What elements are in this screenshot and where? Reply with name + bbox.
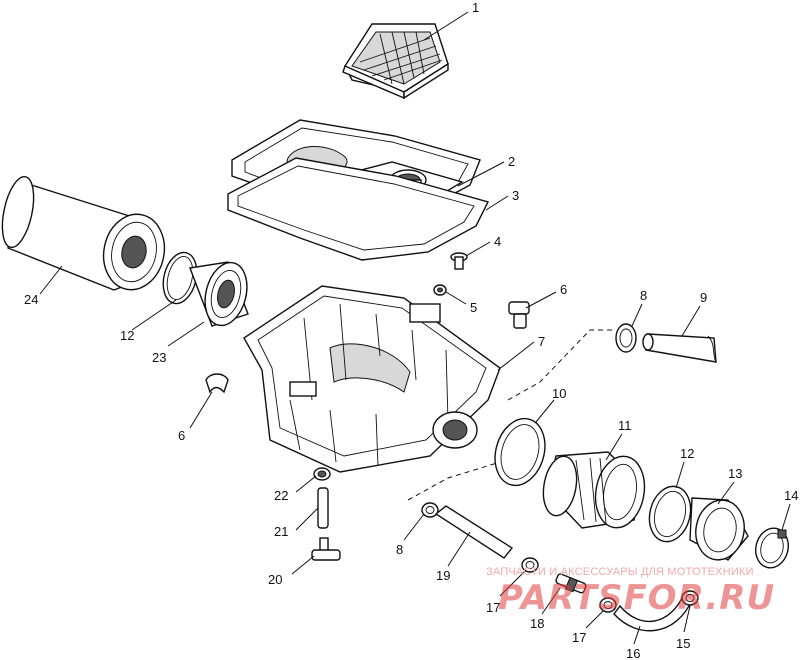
hose-part-19 bbox=[434, 505, 514, 559]
air-filter-part bbox=[1, 175, 166, 291]
callout-12a: 12 bbox=[120, 328, 134, 343]
callout-20: 20 bbox=[268, 572, 282, 587]
leader-16 bbox=[633, 625, 641, 645]
callout-13: 13 bbox=[728, 466, 742, 481]
callout-labels: 1 2 3 4 5 6 7 8 9 10 11 12 13 14 15 16 1… bbox=[24, 0, 798, 660]
callout-22: 22 bbox=[274, 488, 288, 503]
callout-12b: 12 bbox=[680, 446, 694, 461]
leader-5 bbox=[445, 291, 467, 305]
reference-line-upper bbox=[507, 329, 616, 401]
leader-15 bbox=[683, 605, 691, 633]
clamp-part-17-upper bbox=[521, 557, 539, 573]
leader-19 bbox=[447, 531, 471, 567]
leader-1 bbox=[423, 11, 469, 41]
callout-10: 10 bbox=[552, 386, 566, 401]
callout-24: 24 bbox=[24, 292, 38, 307]
filter-adapter-part bbox=[189, 261, 249, 327]
leader-8b bbox=[403, 513, 425, 541]
leader-17a bbox=[499, 569, 527, 597]
gasket-ring-part bbox=[494, 417, 546, 487]
leader-4 bbox=[465, 241, 491, 257]
callout-19: 19 bbox=[436, 568, 450, 583]
intake-boot-part bbox=[542, 451, 646, 529]
callout-17a: 17 bbox=[486, 600, 500, 615]
leader-6b bbox=[189, 391, 213, 429]
check-valve-part bbox=[555, 573, 587, 594]
callout-21: 21 bbox=[274, 524, 288, 539]
reference-line-lower bbox=[407, 455, 521, 501]
callout-14: 14 bbox=[784, 488, 798, 503]
callout-15: 15 bbox=[676, 636, 690, 651]
leader-17b bbox=[585, 609, 605, 629]
clip-part bbox=[433, 284, 447, 296]
drain-tube-part bbox=[317, 487, 329, 529]
cover-seal-part bbox=[227, 157, 490, 261]
leader-12b bbox=[675, 461, 685, 489]
callout-11: 11 bbox=[618, 418, 632, 433]
callout-8a: 8 bbox=[640, 288, 647, 303]
clamp-part-lower bbox=[648, 485, 692, 543]
hose-clamp-part-upper bbox=[615, 323, 637, 353]
boot-coupler-part bbox=[689, 497, 749, 561]
intake-screen-part bbox=[342, 23, 449, 100]
leader-24 bbox=[39, 265, 63, 295]
callout-5: 5 bbox=[470, 300, 477, 315]
leader-lines bbox=[39, 11, 791, 645]
breather-tube-part bbox=[642, 333, 717, 363]
leader-20 bbox=[291, 555, 315, 575]
leader-22 bbox=[295, 475, 317, 493]
callout-4: 4 bbox=[494, 234, 501, 249]
callout-17b: 17 bbox=[572, 630, 586, 645]
callout-23: 23 bbox=[152, 350, 166, 365]
callout-16: 16 bbox=[626, 646, 640, 660]
callout-8b: 8 bbox=[396, 542, 403, 557]
leader-12a bbox=[131, 299, 177, 331]
callout-3: 3 bbox=[512, 188, 519, 203]
callout-7: 7 bbox=[538, 334, 545, 349]
leader-6a bbox=[525, 291, 557, 309]
callout-18: 18 bbox=[530, 616, 544, 631]
tee-fitting-part bbox=[311, 537, 341, 561]
screw-part bbox=[450, 252, 468, 270]
leader-3 bbox=[485, 195, 509, 211]
hose-clamp-part-lower bbox=[421, 502, 439, 518]
leader-14 bbox=[781, 503, 791, 531]
leader-13 bbox=[717, 481, 735, 505]
callout-6b: 6 bbox=[178, 428, 185, 443]
leader-10 bbox=[535, 399, 555, 423]
leader-23 bbox=[167, 321, 205, 347]
callout-6a: 6 bbox=[560, 282, 567, 297]
clamp-part-17-lower bbox=[599, 597, 617, 613]
leader-9 bbox=[681, 305, 701, 337]
callout-2: 2 bbox=[508, 154, 515, 169]
clamp-part-right bbox=[755, 527, 789, 569]
leader-2 bbox=[457, 161, 505, 187]
clamp-part-22 bbox=[313, 467, 331, 481]
leader-8a bbox=[631, 303, 643, 327]
callout-9: 9 bbox=[700, 290, 707, 305]
fitting-part-lower bbox=[205, 373, 229, 394]
clamp-part-15 bbox=[681, 590, 699, 606]
airbox-housing-part bbox=[243, 285, 501, 473]
leader-21 bbox=[295, 507, 319, 531]
leader-11 bbox=[605, 433, 623, 461]
leader-7 bbox=[497, 341, 535, 371]
callout-1: 1 bbox=[472, 0, 479, 15]
fitting-part-upper bbox=[508, 301, 530, 329]
curved-hose-part bbox=[613, 592, 693, 632]
leader-18 bbox=[541, 587, 561, 615]
